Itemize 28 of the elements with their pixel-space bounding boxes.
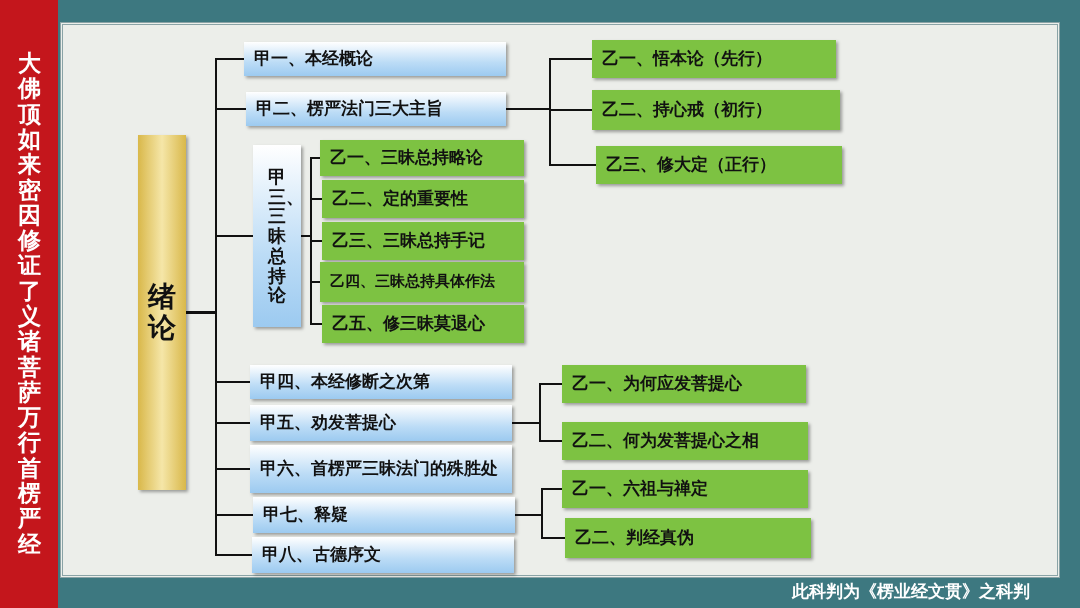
subsection-box: 乙二、何为发菩提心之相 bbox=[562, 422, 808, 460]
section-box: 甲七、释疑 bbox=[253, 497, 515, 533]
subsection-box: 乙三、三昧总持手记 bbox=[322, 222, 524, 260]
section-box: 甲八、古德序文 bbox=[252, 537, 514, 573]
subsection-box: 乙五、修三昧莫退心 bbox=[322, 305, 524, 343]
title: 大佛顶如来密因修证了义诸菩萨万行首楞严经 bbox=[17, 51, 41, 557]
subsection-box: 乙一、六祖与禅定 bbox=[562, 470, 808, 508]
subsection-box: 乙四、三昧总持具体作法 bbox=[320, 262, 524, 302]
subsection-box: 乙一、为何应发菩提心 bbox=[562, 365, 806, 403]
section-box: 甲一、本经概论 bbox=[244, 42, 506, 76]
subsection-box: 乙二、持心戒（初行） bbox=[592, 90, 840, 130]
subsection-box: 乙二、定的重要性 bbox=[322, 180, 524, 218]
section-box: 甲六、首楞严三昧法门的殊胜处 bbox=[250, 445, 512, 493]
bracket-line bbox=[514, 514, 566, 539]
subsection-box: 乙一、三昧总持略论 bbox=[320, 140, 524, 176]
section-box: 甲四、本经修断之次第 bbox=[250, 365, 512, 399]
bracket-line bbox=[505, 108, 597, 166]
vertical-heading-box: 甲三、三昧总持论 bbox=[253, 145, 301, 327]
vertical-heading-box: 绪论 bbox=[138, 135, 186, 490]
bracket-line bbox=[300, 235, 323, 325]
section-box: 甲五、劝发菩提心 bbox=[250, 405, 512, 441]
bracket-line bbox=[185, 311, 253, 556]
subsection-box: 乙二、判经真伪 bbox=[565, 518, 811, 558]
caption: 此科判为《楞业经文贯》之科判 bbox=[792, 580, 1030, 603]
section-box: 甲二、楞严法门三大主旨 bbox=[246, 92, 506, 126]
subsection-box: 乙三、修大定（正行） bbox=[596, 146, 842, 184]
subsection-box: 乙一、悟本论（先行） bbox=[592, 40, 836, 78]
bracket-line bbox=[511, 422, 563, 442]
